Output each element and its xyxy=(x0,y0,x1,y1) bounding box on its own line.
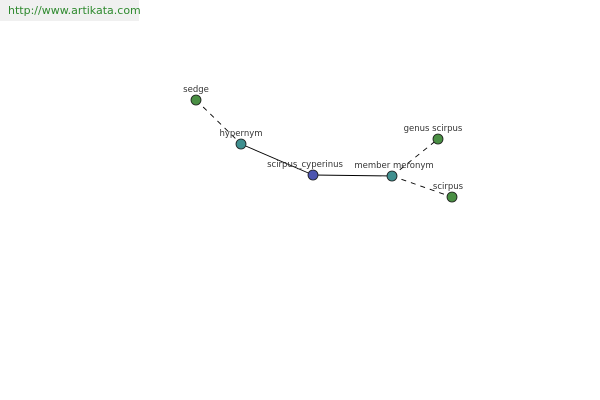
node-sedge[interactable] xyxy=(190,94,202,106)
edge-sedge-hypernym xyxy=(195,99,242,145)
graph-edges xyxy=(195,99,453,198)
edge-member_meronym-scirpus xyxy=(391,175,453,198)
edge-scirpus_cyperinus-member_meronym xyxy=(312,174,393,177)
node-label-hypernym[interactable]: hypernym xyxy=(219,129,262,139)
graph-labels: sedge hypernym scirpus_cyperinus member mer… xyxy=(183,85,463,192)
url-link[interactable]: http://www.artikata.com xyxy=(8,4,141,17)
edge-hypernym-scirpus_cyperinus xyxy=(240,143,314,176)
node-genus-scirpus[interactable] xyxy=(432,133,444,145)
node-member-meronym[interactable] xyxy=(386,170,398,182)
node-label-scirpus[interactable]: scirpus xyxy=(433,182,464,192)
url-banner[interactable]: http://www.artikata.com xyxy=(0,0,141,21)
node-scirpus[interactable] xyxy=(446,191,458,203)
node-label-genus-scirpus[interactable]: genus scirpus xyxy=(404,124,463,134)
node-label-scirpus-cyperinus[interactable]: scirpus_cyperinus xyxy=(267,160,343,170)
graph-nodes xyxy=(190,94,458,203)
node-scirpus-cyperinus[interactable] xyxy=(307,169,319,181)
node-label-sedge[interactable]: sedge xyxy=(183,85,209,95)
node-hypernym[interactable] xyxy=(235,138,247,150)
node-label-member-meronym[interactable]: member meronym xyxy=(354,161,433,171)
